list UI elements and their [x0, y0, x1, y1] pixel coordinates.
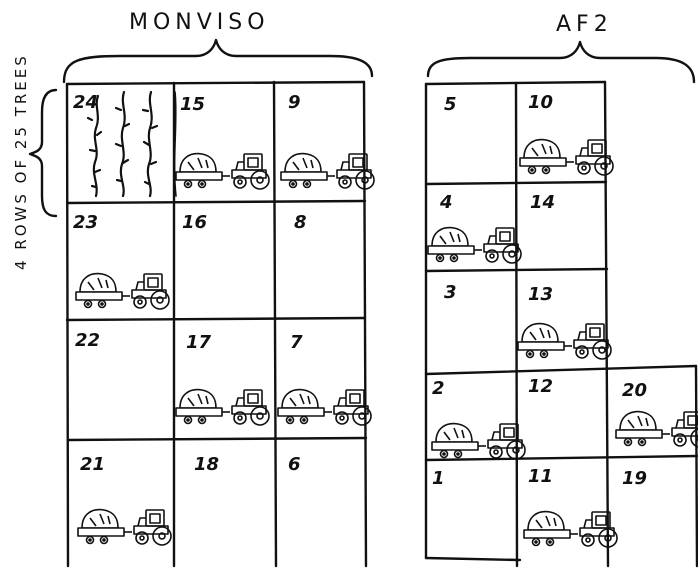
af2-plot-11-number: 11	[528, 466, 553, 487]
af2-brace	[428, 42, 694, 82]
monviso-grid	[67, 82, 366, 566]
af2-plot-19-number: 19	[622, 468, 647, 489]
tree-rows-icon	[88, 92, 176, 196]
monviso-plot-15-number: 15	[180, 94, 205, 115]
tractor-with-trailer-icon	[76, 274, 169, 309]
tractor-with-trailer-icon	[78, 510, 171, 545]
monviso-plot-23-number: 23	[73, 212, 98, 233]
tractor-with-trailer-icon	[432, 424, 525, 459]
monviso-brace	[64, 40, 372, 82]
monviso-plot-16-number: 16	[182, 212, 207, 233]
tractor-with-trailer-icon	[520, 140, 613, 175]
tractor-with-trailer-icon	[518, 324, 611, 359]
af2-title: AF2	[556, 14, 613, 36]
af2-grid	[426, 82, 697, 566]
monviso-plot-17-number: 17	[186, 332, 212, 353]
side-brace	[30, 90, 56, 216]
monviso-plot-6-number: 6	[288, 454, 301, 475]
af2-plot-10-number: 10	[528, 92, 553, 113]
af2-plot-5-number: 5	[444, 94, 457, 115]
af2-plot-13-number: 13	[528, 284, 553, 305]
monviso-plot-21-number: 21	[80, 454, 105, 475]
af2-plot-2-number: 2	[432, 378, 445, 399]
side-label: 4 ROWS OF 25 TREES	[14, 53, 29, 270]
af2-plot-1-number: 1	[432, 468, 445, 489]
monviso-plot-8-number: 8	[294, 212, 307, 233]
tractor-with-trailer-icon	[428, 228, 521, 263]
af2-plot-3-number: 3	[444, 282, 457, 303]
monviso-plot-9-number: 9	[288, 92, 301, 113]
af2-plot-14-number: 14	[530, 192, 555, 213]
tractor-with-trailer-icon	[278, 390, 371, 425]
tractor-with-trailer-icon	[176, 154, 269, 189]
af2-plot-20-number: 20	[622, 380, 647, 401]
af2-plot-4-number: 4	[439, 192, 453, 213]
monviso-plot-18-number: 18	[194, 454, 219, 475]
tractor-with-trailer-icon	[176, 390, 269, 425]
tractor-with-trailer-icon	[524, 512, 617, 547]
monviso-plot-24-number: 24	[73, 92, 98, 113]
tractor-with-trailer-icon	[281, 154, 374, 189]
monviso-title: MONVISO	[129, 12, 270, 34]
monviso-plot-7-number: 7	[290, 332, 303, 353]
monviso-plot-22-number: 22	[75, 330, 100, 351]
tractor-with-trailer-icon	[616, 412, 698, 447]
af2-plot-12-number: 12	[528, 376, 553, 397]
